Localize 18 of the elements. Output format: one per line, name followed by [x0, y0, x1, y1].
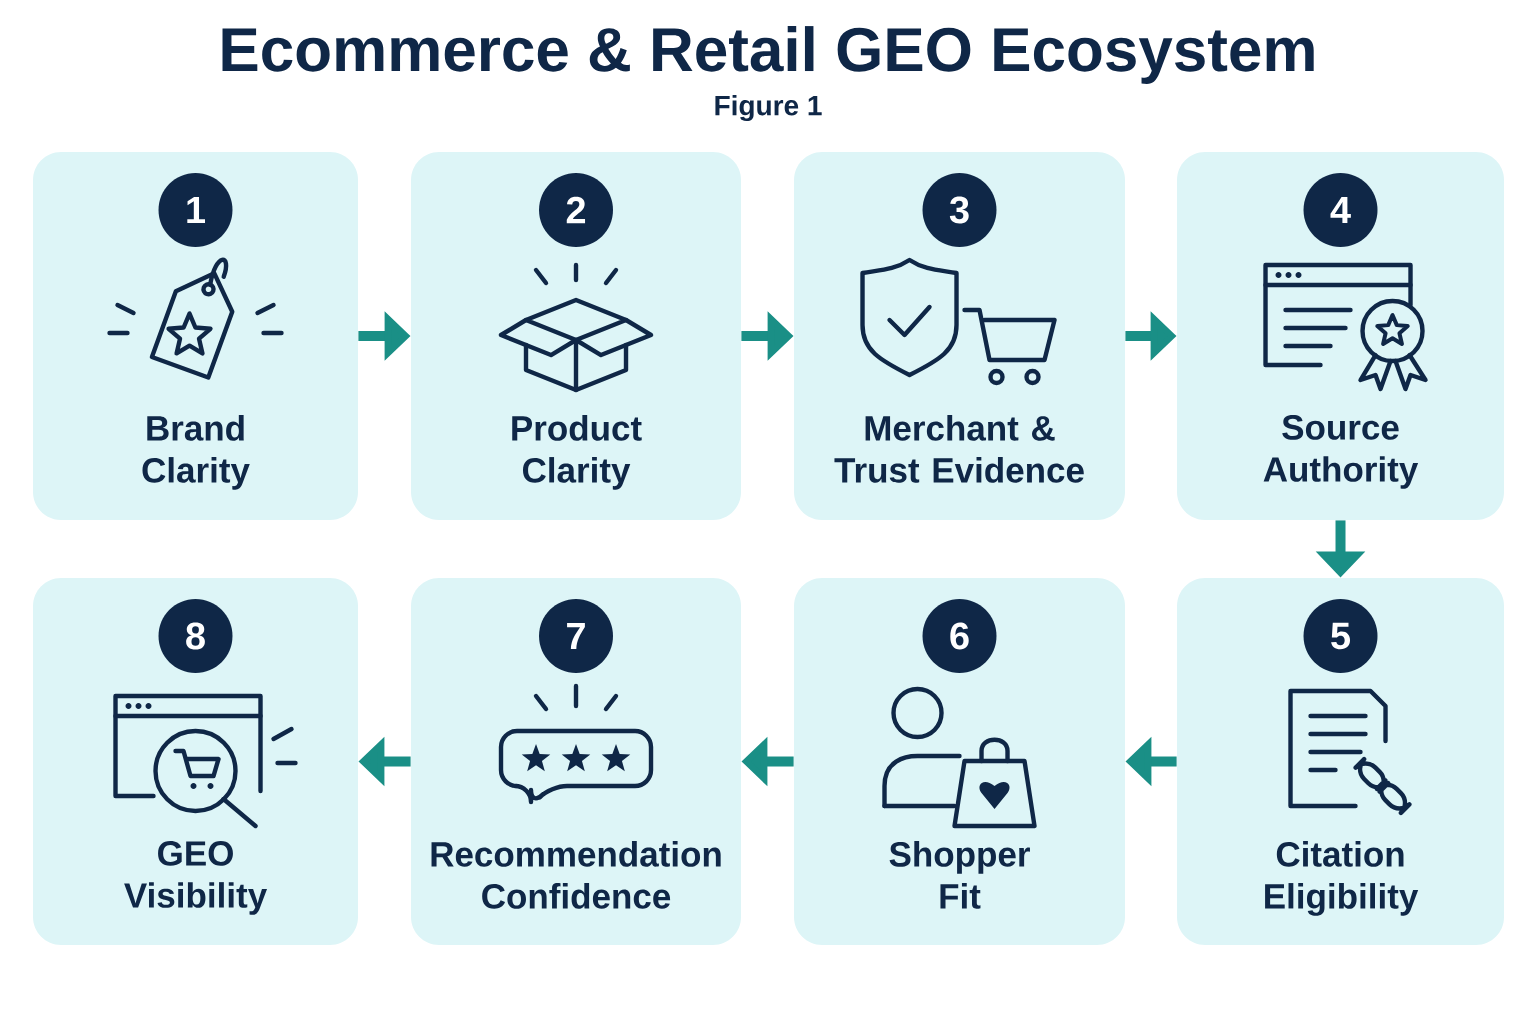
title: Ecommerce & Retail GEO Ecosystem	[222, 26, 1314, 84]
step-label: Merchant & Trust Evidence	[834, 415, 1084, 483]
number-badge: 6	[922, 599, 997, 673]
number-badge: 1	[158, 173, 233, 247]
step-label: Product Clarity	[512, 415, 642, 490]
number-badge: 4	[1303, 173, 1378, 247]
step-label: Source Authority	[1263, 415, 1419, 489]
number-badge: 8	[158, 599, 233, 673]
step-label: GEO Visibility	[124, 841, 267, 915]
caption: Figure 1	[715, 94, 822, 122]
number-badge: 3	[922, 173, 997, 247]
step-label: Recommendation Confidence	[431, 841, 721, 909]
step-label: Citation Eligibility	[1265, 841, 1419, 916]
number-badge: 5	[1303, 599, 1378, 673]
number-badge: 7	[539, 599, 613, 673]
number-badge: 2	[539, 173, 613, 247]
step-label: Brand Clarity	[142, 415, 250, 490]
step-label: Shopper Fit	[889, 841, 1030, 909]
